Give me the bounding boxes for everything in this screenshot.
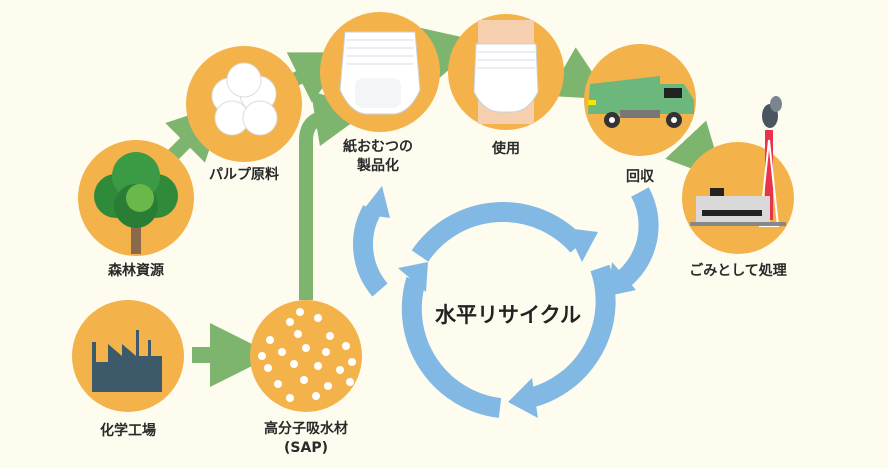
sap-bead [286,318,294,326]
return-arrowhead-product [360,186,390,218]
sap-bead [290,360,298,368]
node-use [448,14,564,130]
sap-bead [296,308,304,316]
recycle-arc-left [401,277,502,418]
recycle-loop-label: 水平リサイクル [435,303,581,327]
label-product-line2: 製品化 [357,158,399,174]
recycle-arc-right [527,264,616,408]
node-forest [78,140,194,256]
factory-icon [92,330,162,392]
arrow-sap-to-product [299,90,371,300]
sap-bead [286,394,294,402]
recycle-arrowhead-left [398,262,428,292]
recycle-arc-top [411,202,586,262]
sap-bead [322,348,330,356]
return-arrowhead-collect [608,262,636,296]
recycle-arrows [353,186,659,418]
incinerator-icon [690,96,786,227]
return-arc-collect [613,187,659,291]
tree-icon [94,152,178,254]
label-use: 使用 [492,141,520,157]
sap-bead [274,380,282,388]
node-disposal [682,96,794,254]
node-pulp [186,46,302,162]
label-pulp: パルプ原料 [209,167,279,183]
worn-diaper-icon [473,20,539,124]
arrow-use-to-collect [547,47,611,100]
sap-bead [314,314,322,322]
recycle-arrowhead-right [508,378,538,418]
label-product-line1: 紙おむつの [343,139,413,155]
sap-bead [314,362,322,370]
node-chemical [72,300,184,412]
sap-bead [294,330,302,338]
sap-bead [324,382,332,390]
label-chemical: 化学工場 [100,423,156,439]
label-sap-line1: 高分子吸水材 [264,421,348,437]
sap-beads-icon [258,308,356,402]
sap-bead [302,344,310,352]
node-collect [584,44,696,156]
sap-bead [300,376,308,384]
garbage-truck-icon [588,76,694,128]
sap-bead [342,342,350,350]
label-product: 紙おむつの 製品化 [343,138,413,176]
label-forest: 森林資源 [108,263,164,279]
label-sap-line2: (SAP) [284,440,328,456]
label-disposal: ごみとして処理 [689,263,787,279]
sap-bead [258,352,266,360]
return-arc-product [353,205,388,297]
sap-bead [346,378,354,386]
label-sap: 高分子吸水材 (SAP) [264,420,348,458]
arrow-collect-to-disposal [665,120,724,181]
sap-bead [312,392,320,400]
diaper-icon [339,31,421,115]
label-collect: 回収 [626,169,654,185]
node-sap [250,300,362,412]
cotton-pulp-icon [211,62,278,136]
recycle-arrowhead-top [566,228,598,262]
node-product [320,12,440,132]
sap-bead [264,364,272,372]
sap-bead [278,348,286,356]
sap-bead [266,336,274,344]
sap-bead [348,358,356,366]
sap-bead [336,366,344,374]
sap-bead [326,332,334,340]
